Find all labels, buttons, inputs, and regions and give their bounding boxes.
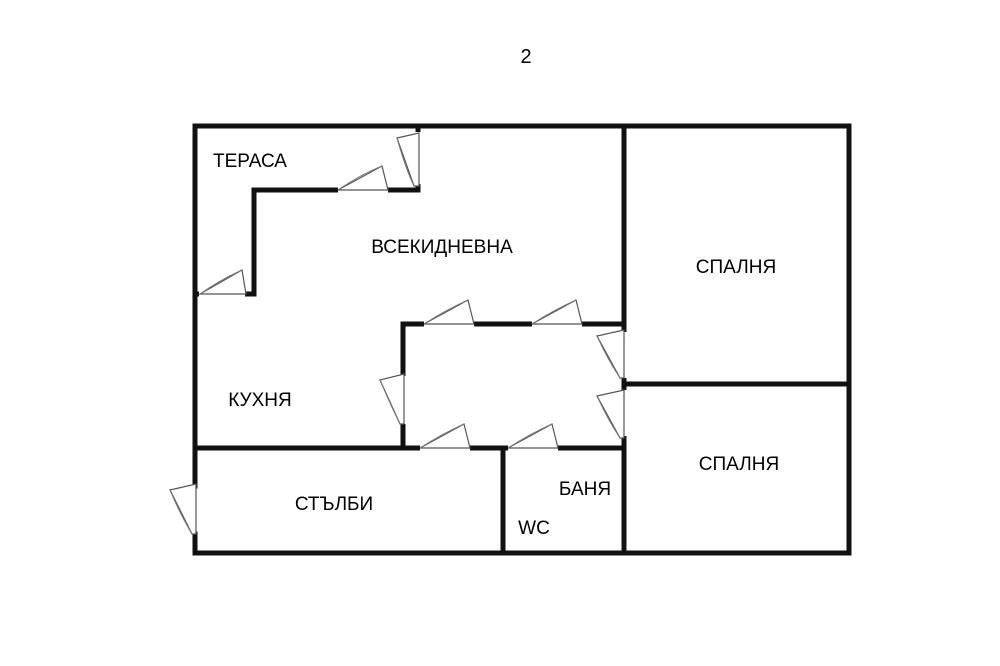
room-label-living-room: ВСЕКИДНЕВНА [371,237,513,258]
room-label-kitchen: КУХНЯ [228,390,291,411]
doors [169,132,628,535]
room-label-wc: WC [518,518,550,539]
door-hall-bedroom-1 [596,329,625,379]
door-hall-living-2 [531,299,583,325]
outer-walls [192,123,852,556]
door-entrance [169,483,197,535]
door-hall-bath [507,423,559,449]
room-label-bathroom: БАНЯ [559,479,611,500]
room-label-terrace: ТЕРАСА [213,151,287,172]
room-label-stairs: СТЪЛБИ [295,494,373,515]
door-terrace-living [337,165,389,191]
room-label-bedroom-1: СПАЛНЯ [696,257,776,278]
room-labels: ТЕРАСА ВСЕКИДНЕВНА СПАЛНЯ СПАЛНЯ КУХНЯ С… [213,151,779,539]
door-terrace-kitchen [197,269,247,295]
door-hall-bedroom-2 [596,389,625,439]
door-hall-living-1 [423,299,475,325]
interior-walls [192,123,852,556]
door-hall-stairs [419,423,471,449]
floor-number: 2 [520,46,531,68]
door-hall-kitchen [379,373,405,425]
room-label-bedroom-2: СПАЛНЯ [699,454,779,475]
door-terrace-top [396,132,420,187]
